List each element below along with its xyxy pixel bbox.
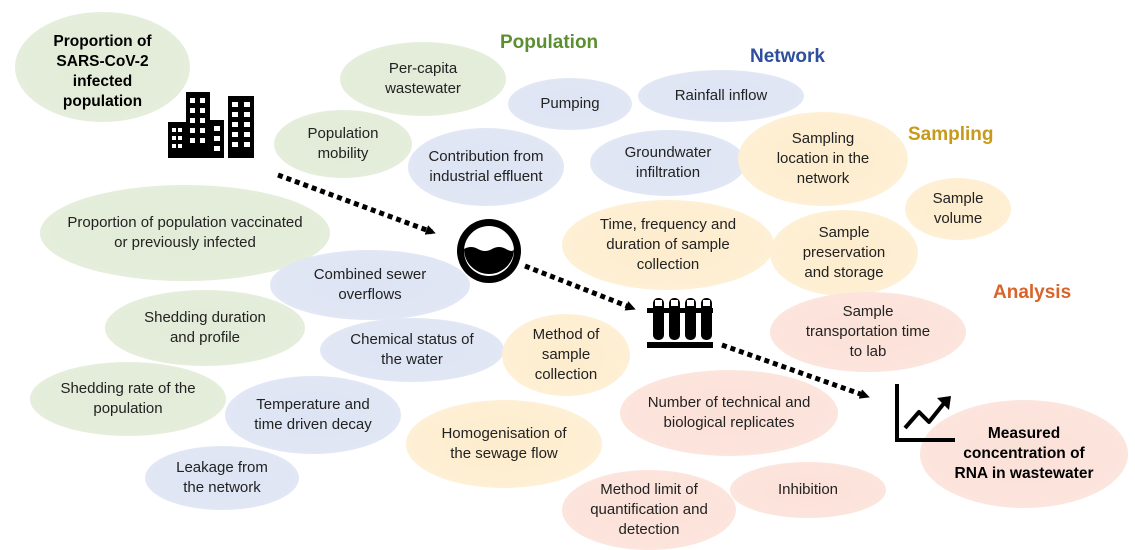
population-title: Population [500,32,599,53]
bubble-method-collection: Method of sample collection [502,314,630,396]
sampling-location-label: Sampling location in the network [776,130,870,187]
measured-rna-label: Measured concentration of RNA in wastewa… [954,425,1094,482]
bubble-shedding-duration: Shedding duration and profile [105,290,305,366]
replicates-label: Number of technical and biological repli… [647,394,811,431]
sample-volume-label: Sample volume [932,190,984,227]
pumping-label: Pumping [540,95,600,112]
arrow-network-to-sampling [524,263,636,311]
homogenisation-label: Homogenisation of the sewage flow [441,425,567,462]
bubble-leakage: Leakage from the network [145,446,299,510]
bubble-homogenisation: Homogenisation of the sewage flow [406,400,602,488]
buildings-icon [168,92,254,158]
bubble-rainfall: Rainfall inflow [638,70,804,122]
bubble-sewer-overflows: Combined sewer overflows [270,250,470,320]
bubble-mobility: Population mobility [274,110,412,178]
network-title: Network [750,46,825,67]
vaccinated-label: Proportion of population vaccinated or p… [67,214,303,251]
method-collection-label: Method of sample collection [532,326,600,383]
per-capita-label: Per-capita wastewater [385,60,461,97]
time-frequency-label: Time, frequency and duration of sample c… [599,216,737,273]
sampling-title: Sampling [908,124,994,145]
mobility-label: Population mobility [307,125,379,162]
bubble-groundwater: Groundwater infiltration [590,130,746,196]
preservation-label: Sample preservation and storage [802,224,886,281]
category-analysis: Analysis [993,282,1071,304]
bubble-preservation: Sample preservation and storage [770,210,918,296]
inhibition-label: Inhibition [777,481,839,498]
bubble-sampling-location: Sampling location in the network [738,112,908,206]
bubble-replicates: Number of technical and biological repli… [620,370,838,456]
leakage-label: Leakage from the network [176,459,268,496]
industrial-label: Contribution from industrial effluent [428,148,544,185]
test-tubes-icon [647,298,713,348]
bubble-shedding-rate: Shedding rate of the population [30,362,226,436]
temperature-label: Temperature and time driven decay [254,396,372,433]
chemical-status-label: Chemical status of the water [350,331,474,368]
arrow-sampling-to-analysis [721,342,870,399]
bubble-inhibition: Inhibition [730,462,886,518]
groundwater-label: Groundwater infiltration [624,144,712,181]
bubble-pumping: Pumping [508,78,632,130]
bubble-per-capita: Per-capita wastewater [340,42,506,116]
bubble-infected-population: Proportion of SARS-CoV-2 infected popula… [15,12,190,122]
bubble-measured-rna: Measured concentration of RNA in wastewa… [920,400,1128,508]
bubble-sample-volume: Sample volume [905,178,1011,240]
bubble-industrial: Contribution from industrial effluent [408,128,564,206]
arrow-population-to-network [277,172,436,235]
shedding-rate-label: Shedding rate of the population [60,380,196,417]
bubble-vaccinated: Proportion of population vaccinated or p… [40,185,330,281]
bubble-temperature: Temperature and time driven decay [225,376,401,454]
water-tank-icon [457,219,521,283]
bubble-time-frequency: Time, frequency and duration of sample c… [562,200,774,290]
transport-time-label: Sample transportation time to lab [805,303,931,360]
sewer-overflows-label: Combined sewer overflows [313,266,427,303]
bubble-chemical-status: Chemical status of the water [320,318,504,382]
rainfall-label: Rainfall inflow [674,87,768,104]
category-network: Network [750,46,825,68]
infected-population-label: Proportion of SARS-CoV-2 infected popula… [53,33,152,110]
category-population: Population [500,32,598,54]
bubble-method-limit: Method limit of quantification and detec… [562,470,736,550]
bubble-transport-time: Sample transportation time to lab [770,292,966,372]
method-limit-label: Method limit of quantification and detec… [590,481,708,538]
shedding-duration-label: Shedding duration and profile [144,309,266,346]
line-chart-icon [895,384,955,442]
category-sampling: Sampling [908,124,994,146]
analysis-title: Analysis [993,282,1072,303]
